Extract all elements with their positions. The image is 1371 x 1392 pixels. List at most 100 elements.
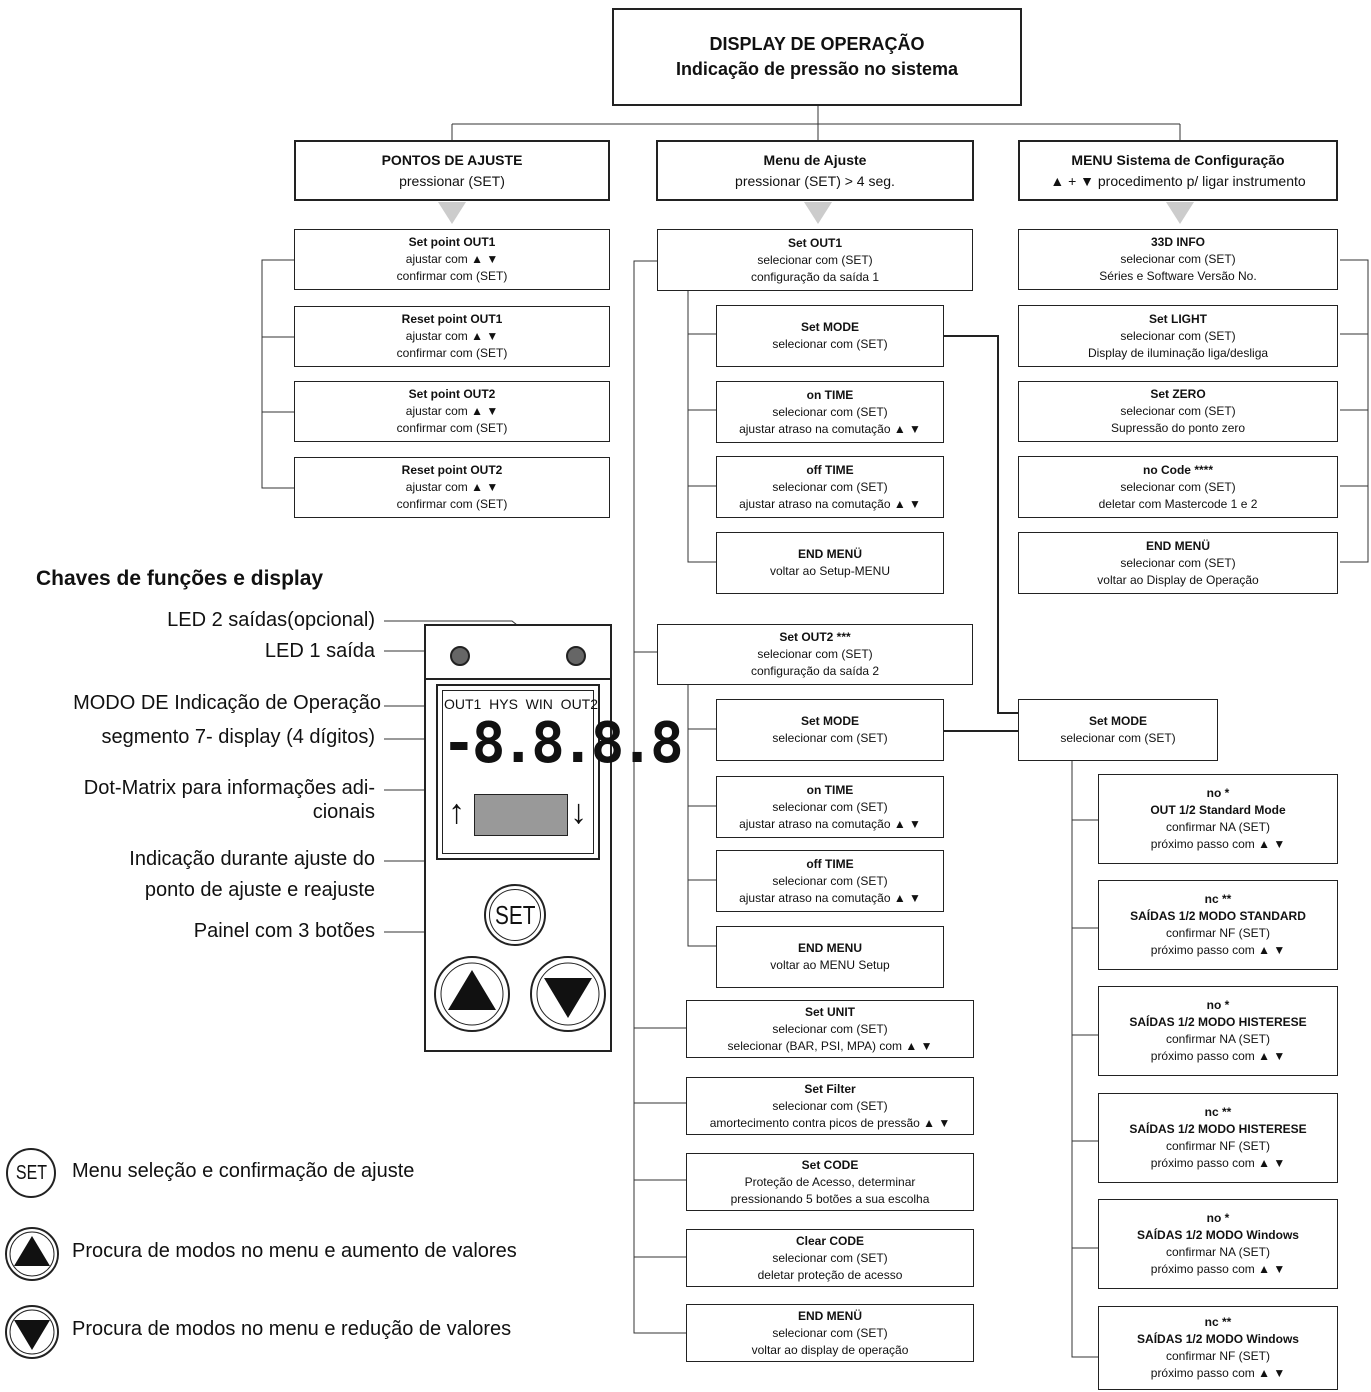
box-line: confirmar NA (SET) [1165, 820, 1270, 834]
box-line: selecionar com (SET) [772, 479, 888, 494]
out1-off-time-box: off TIME selecionar com (SET) ajustar at… [716, 456, 944, 518]
box-line: voltar ao display de operação [751, 1342, 909, 1357]
display-window: OUT1 HYS WIN OUT2 -8.8.8.8 ↑ ↓ [436, 684, 684, 860]
led2-label: LED 2 saídas(opcional) [167, 609, 375, 631]
setpoint-out2-box: Set point OUT2 ajustar com ▲ ▼ confirmar… [294, 381, 610, 442]
box-line: ajustar com ▲ ▼ [405, 404, 499, 418]
box-line: deletar com Mastercode 1 e 2 [1098, 496, 1258, 511]
box-subtitle: SAÍDAS 1/2 MODO Windows [1137, 1228, 1299, 1242]
box-line: ajustar atraso na comutação ▲ ▼ [739, 890, 921, 905]
box-title: no * [1206, 1211, 1230, 1225]
seven-segment-digits: -8.8.8.8 [442, 711, 684, 776]
box-line: confirmar com (SET) [396, 269, 508, 283]
set-light-box: Set LIGHT selecionar com (SET) Display d… [1018, 305, 1338, 367]
box-title: nc ** [1204, 892, 1232, 906]
box-line: ajustar com ▲ ▼ [405, 480, 499, 494]
set-button-label: SET [494, 899, 536, 930]
mode-option-box: no * SAÍDAS 1/2 MODO Windows confirmar N… [1098, 1199, 1338, 1289]
box-title: Set CODE [801, 1157, 859, 1172]
box-line: selecionar com (SET) [1120, 252, 1236, 266]
box-title: Set MODE [800, 320, 859, 334]
header-setup-menu-title: Menu de Ajuste [763, 151, 867, 168]
resetpoint-out1-box: Reset point OUT1 ajustar com ▲ ▼ confirm… [294, 306, 610, 367]
box-subtitle: SAÍDAS 1/2 MODO STANDARD [1130, 909, 1306, 923]
set-button[interactable]: SET [484, 884, 546, 946]
display-modes: OUT1 HYS WIN OUT2 [444, 696, 599, 712]
out1-set-mode-box: Set MODE selecionar com (SET) [716, 305, 944, 367]
arrow-down-icon [438, 202, 466, 224]
operation-display-box: DISPLAY DE OPERAÇÃO Indicação de pressão… [612, 8, 1022, 106]
box-line: voltar ao Setup-MENU [769, 564, 891, 578]
segment-display-label: segmento 7- display (4 dígitos) [101, 726, 375, 748]
box-title: nc ** [1204, 1105, 1232, 1119]
box-line: selecionar com (SET) [757, 252, 873, 267]
box-line: selecionar com (SET) [772, 873, 888, 888]
set-icon: SET [6, 1148, 56, 1198]
out1-end-menu-box: END MENÜ voltar ao Setup-MENU [716, 532, 944, 594]
info-box: 33D INFO selecionar com (SET) Séries e S… [1018, 229, 1338, 290]
box-subtitle: OUT 1/2 Standard Mode [1150, 803, 1286, 817]
adjust-indication-label-1: Indicação durante ajuste do [129, 848, 375, 870]
box-line: próximo passo com ▲ ▼ [1150, 943, 1286, 957]
top-subtitle: Indicação de pressão no sistema [675, 59, 959, 79]
box-line: selecionar com (SET) [772, 1250, 888, 1265]
box-line: confirmar com (SET) [396, 497, 508, 511]
box-title: Reset point OUT1 [401, 312, 503, 326]
box-line: selecionar com (SET) [757, 647, 873, 661]
box-title: on TIME [806, 782, 854, 797]
box-line: confirmar NF (SET) [1165, 926, 1270, 940]
set-zero-box: Set ZERO selecionar com (SET) Supressão … [1018, 381, 1338, 442]
header-config-menu: MENU Sistema de Configuração ▲ + ▼ proce… [1018, 140, 1338, 201]
box-line: selecionar com (SET) [772, 1325, 888, 1340]
out1-on-time-box: on TIME selecionar com (SET) ajustar atr… [716, 381, 944, 443]
mode-indicator-label: MODO DE Indicação de Operação [73, 692, 381, 714]
no-code-box: no Code **** selecionar com (SET) deleta… [1018, 456, 1338, 518]
box-line: confirmar NF (SET) [1165, 1139, 1270, 1153]
box-line: amortecimento contra picos de pressão ▲ … [709, 1115, 951, 1130]
arrow-up-indicator-icon: ↑ [448, 793, 465, 831]
header-config-menu-sub: ▲ + ▼ procedimento p/ ligar instrumento [1050, 172, 1306, 189]
dotmatrix-label-1: Dot-Matrix para informações adi- [83, 777, 375, 799]
mode-option-box: no * SAÍDAS 1/2 MODO HISTERESE confirmar… [1098, 986, 1338, 1076]
device-heading: Chaves de funções e display [36, 567, 324, 590]
set-filter-box: Set Filter selecionar com (SET) amorteci… [686, 1077, 974, 1135]
set-out1-box: Set OUT1 selecionar com (SET) configuraç… [657, 229, 973, 291]
legend-down-text: Procura de modos no menu e redução de va… [72, 1318, 512, 1340]
box-title: no * [1206, 998, 1230, 1012]
arrow-down-indicator-icon: ↓ [570, 793, 587, 831]
box-line: ajustar com ▲ ▼ [405, 329, 499, 343]
box-title: nc ** [1204, 1315, 1232, 1329]
header-config-menu-title: MENU Sistema de Configuração [1071, 151, 1285, 168]
box-line: selecionar com (SET) [772, 404, 888, 419]
box-title: Set MODE [1088, 714, 1147, 728]
box-line: confirmar com (SET) [396, 421, 508, 435]
box-line: selecionar com (SET) [772, 1098, 888, 1113]
up-button[interactable] [434, 956, 510, 1032]
box-line: confirmar com (SET) [396, 346, 508, 360]
header-setpoints-title: PONTOS DE AJUSTE [381, 151, 523, 168]
box-title: Set Filter [804, 1081, 856, 1096]
config-end-menu-box: END MENÜ selecionar com (SET) voltar ao … [1018, 532, 1338, 594]
box-title: no * [1206, 786, 1230, 800]
box-line: selecionar com (SET) [1120, 555, 1236, 570]
box-line: ajustar atraso na comutação ▲ ▼ [739, 421, 921, 436]
box-subtitle: SAÍDAS 1/2 MODO HISTERESE [1129, 1015, 1307, 1029]
dotmatrix-label-2: cionais [312, 801, 375, 823]
box-line: voltar ao MENU Setup [770, 958, 890, 972]
box-line: Supressão do ponto zero [1110, 421, 1246, 435]
box-title: Set UNIT [804, 1004, 855, 1019]
device-body: OUT1 HYS WIN OUT2 -8.8.8.8 ↑ ↓ SET [424, 624, 684, 1052]
box-line: deletar proteção de acesso [757, 1267, 903, 1282]
box-line: próximo passo com ▲ ▼ [1150, 1156, 1286, 1170]
up-icon [4, 1226, 60, 1282]
display-window-inner [442, 690, 594, 854]
box-line: selecionar com (SET) [772, 731, 888, 745]
box-title: END MENU [797, 941, 862, 955]
box-subtitle: SAÍDAS 1/2 MODO HISTERESE [1129, 1122, 1307, 1136]
box-line: selecionar (BAR, PSI, MPA) com ▲ ▼ [727, 1038, 933, 1053]
legend-set-label: SET [15, 1161, 47, 1184]
down-button[interactable] [530, 956, 606, 1032]
box-title: END MENÜ [797, 547, 862, 561]
arrow-down-icon [804, 202, 832, 224]
